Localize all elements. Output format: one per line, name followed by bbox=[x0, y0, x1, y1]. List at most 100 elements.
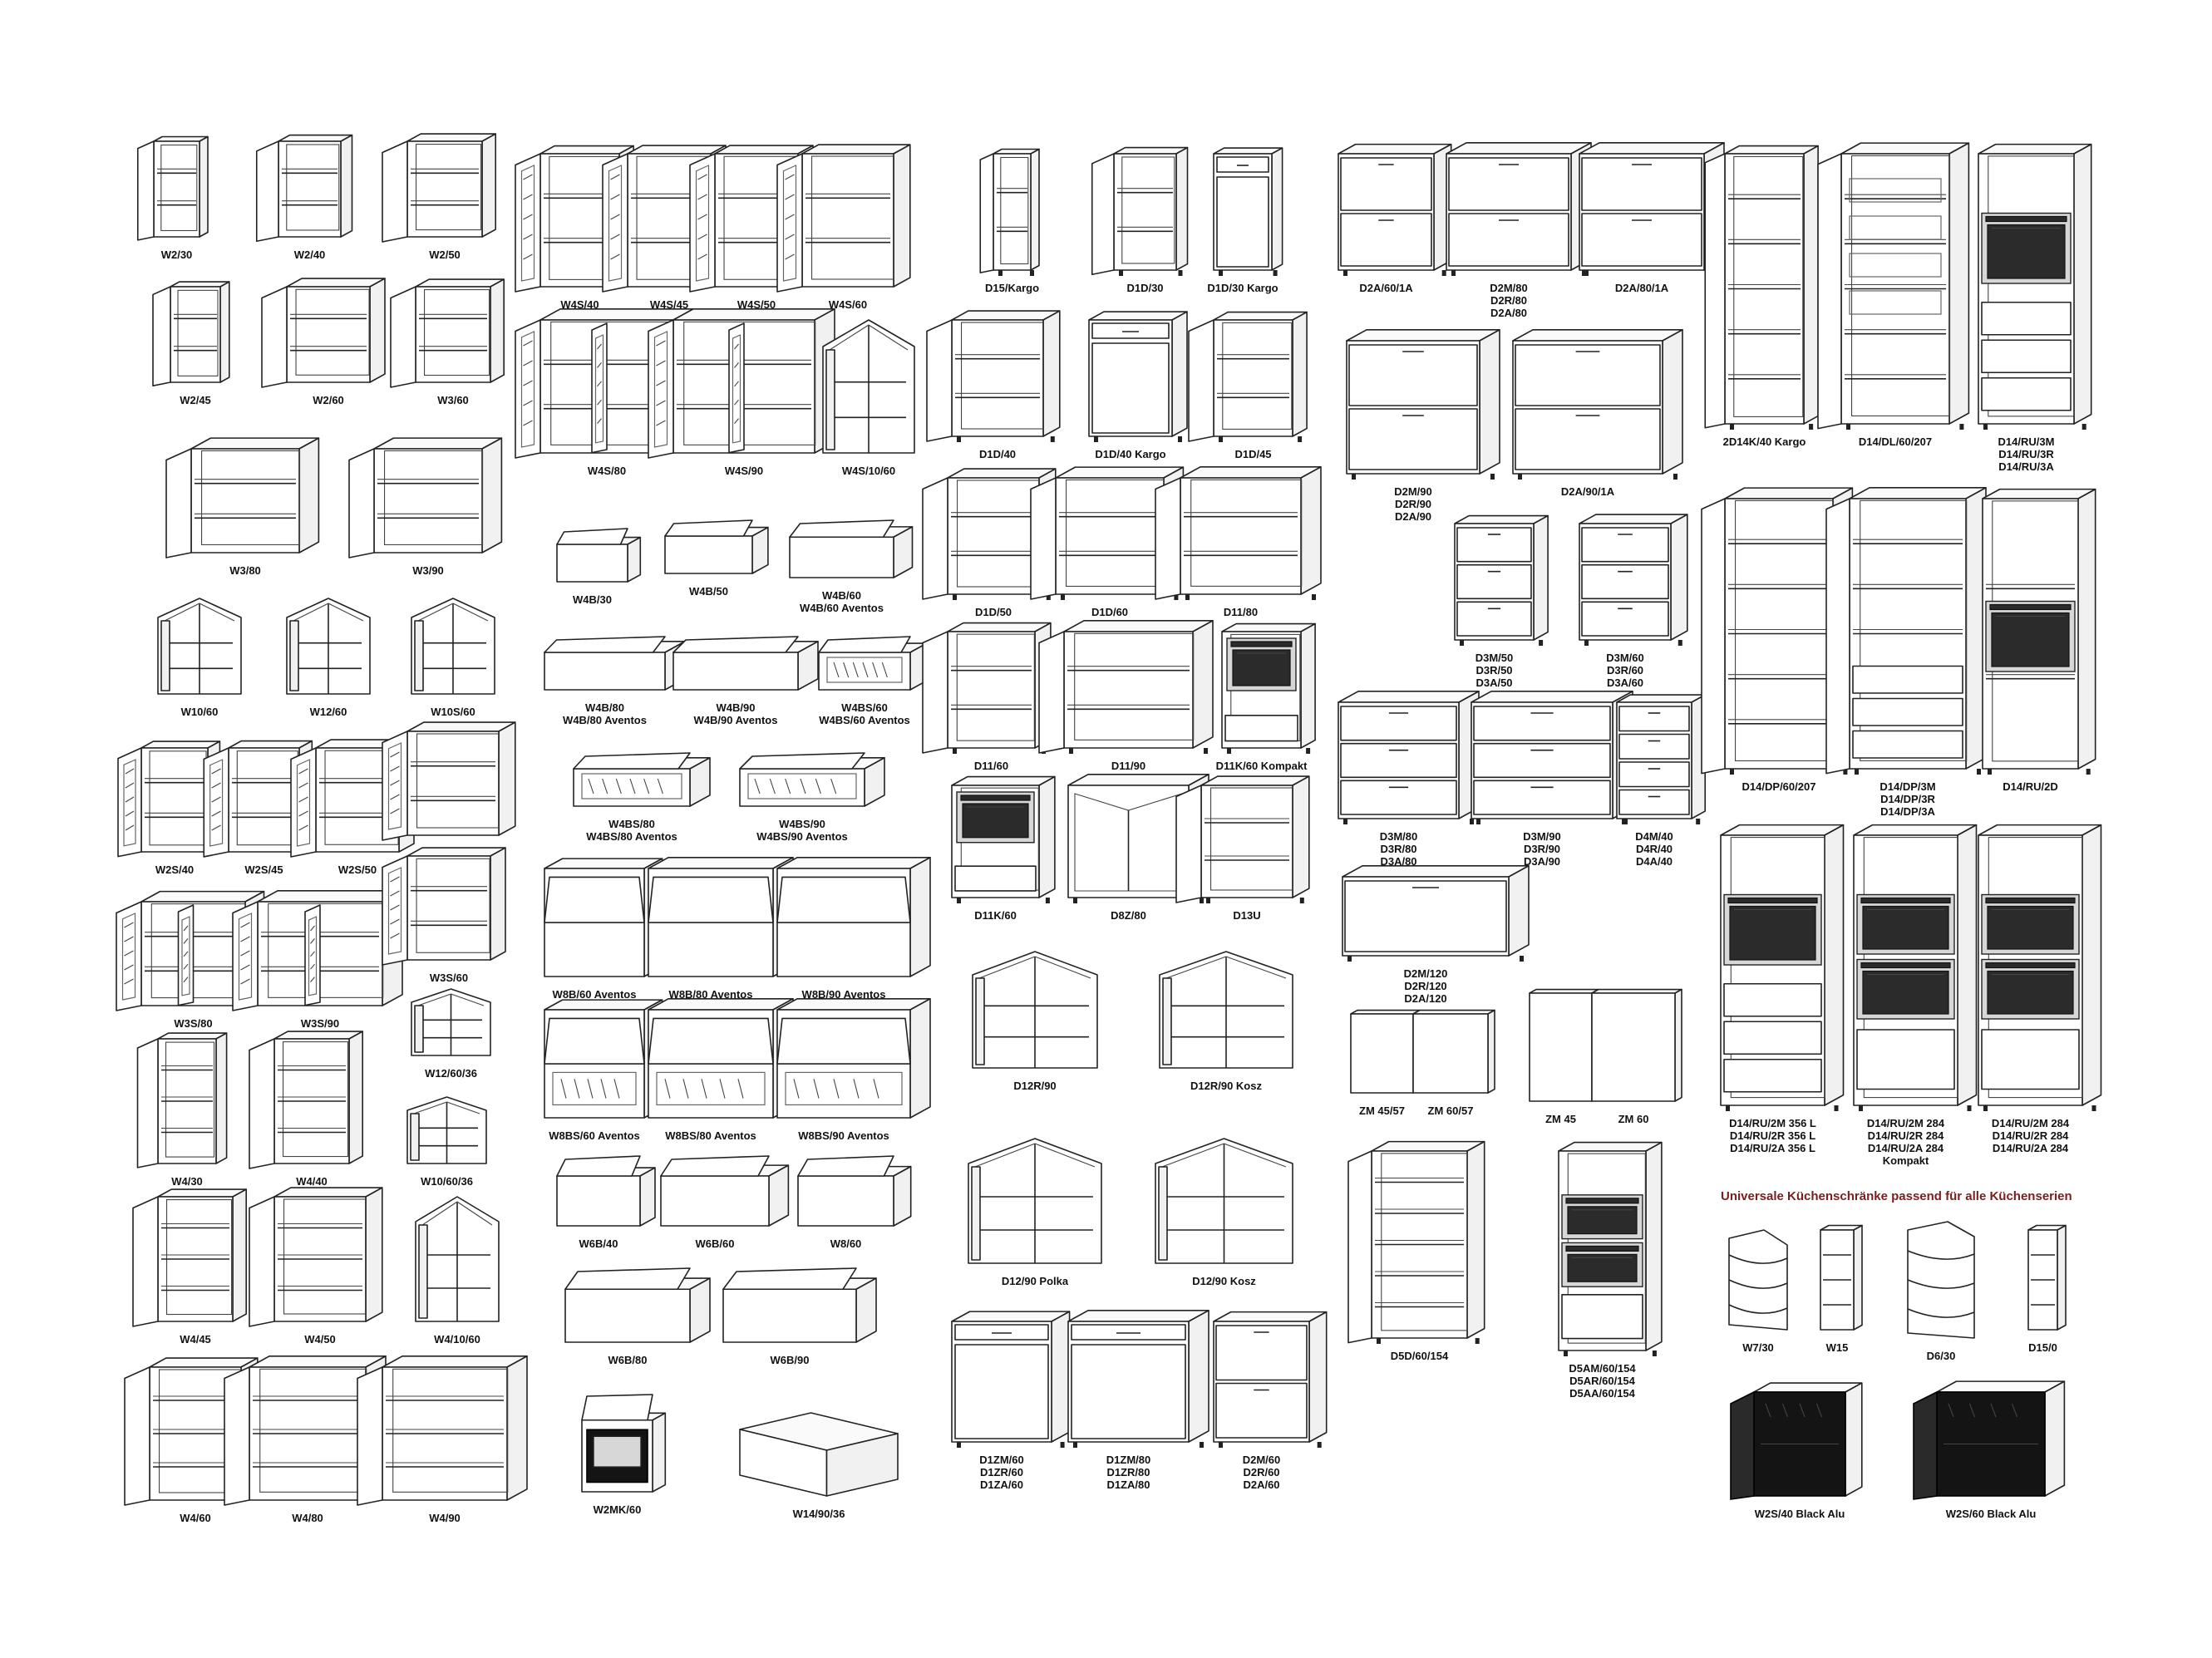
cabinet-d15-0: D15/0 bbox=[2027, 1224, 2067, 1354]
cabinet-label: W4S/10/60 bbox=[842, 465, 895, 477]
cabinet-label: W2S/45 bbox=[244, 863, 283, 876]
cabinet-label: W4BS/60 Aventos bbox=[819, 714, 910, 726]
cabinet-label: D15/0 bbox=[2028, 1341, 2057, 1354]
cabinet-label: D5AM/60/154 bbox=[1569, 1362, 1636, 1375]
cabinet-label: W4B/90 Aventos bbox=[694, 714, 778, 726]
cabinet-label: D1D/40 Kargo bbox=[1095, 448, 1165, 460]
cabinet-label: W8B/90 Aventos bbox=[802, 988, 886, 1001]
cabinet-zm-45-57: ZM 45/57 bbox=[1350, 1009, 1421, 1117]
cabinet-label: W4S/90 bbox=[725, 465, 763, 477]
cabinet-d12-90-polka: D12/90 Polka bbox=[968, 1138, 1102, 1287]
cabinet-label: W3S/60 bbox=[430, 972, 468, 984]
cabinet-d1d-40: D1D/40 bbox=[926, 310, 1061, 460]
cabinet-label: D2R/120 bbox=[1404, 980, 1446, 992]
cabinet-label: D1ZM/60 bbox=[979, 1454, 1023, 1466]
cabinet-label: W12/60/36 bbox=[425, 1067, 477, 1080]
cabinet-d2a-80-1a: D2A/80/1A bbox=[1579, 142, 1725, 294]
cabinet-label: W10/60 bbox=[181, 706, 219, 718]
cabinet-w2s-60-black-alu: W2S/60 Black Alu bbox=[1913, 1380, 2066, 1520]
cabinet-label: D1ZR/80 bbox=[1106, 1466, 1150, 1478]
cabinet-label: D13U bbox=[1233, 909, 1260, 922]
cabinet-d12-90-kosz: D12/90 Kosz bbox=[1155, 1138, 1293, 1287]
cabinet-label: W4/10/60 bbox=[434, 1333, 480, 1346]
cabinet-d12r-90: D12R/90 bbox=[972, 951, 1098, 1092]
cabinet-label: W2/50 bbox=[429, 248, 461, 261]
cabinet-label: D14/RU/2M 284 bbox=[1992, 1117, 2070, 1129]
cabinet-label: D1ZM/80 bbox=[1106, 1454, 1150, 1466]
cabinet-label: W3S/80 bbox=[174, 1017, 212, 1030]
cabinet-label: W12/60 bbox=[310, 706, 347, 718]
cabinet-d1d-40-kargo: D1D/40 Kargo bbox=[1088, 311, 1188, 460]
cabinet-label: ZM 45 bbox=[1545, 1113, 1576, 1125]
cabinet-label: D14/DP/3A bbox=[1880, 805, 1935, 818]
cabinet-label: D3R/60 bbox=[1607, 664, 1643, 676]
cabinet-label: W6B/80 bbox=[608, 1354, 648, 1366]
cabinet-label: W3/80 bbox=[229, 564, 261, 577]
cabinet-label: W3/90 bbox=[412, 564, 444, 577]
cabinet-label: W8/60 bbox=[830, 1237, 862, 1250]
cabinet-label: D3M/50 bbox=[1475, 652, 1514, 664]
cabinet-label: D2M/90 bbox=[1394, 485, 1432, 498]
cabinet-w4b-30: W4B/30 bbox=[556, 528, 642, 606]
cabinet-w2-60: W2/60 bbox=[261, 278, 386, 406]
cabinet-label: D14/RU/2R 284 bbox=[1993, 1129, 2070, 1142]
cabinet-w8bs-60-aventos: W8BS/60 Aventos bbox=[544, 999, 663, 1142]
cabinet-label: D2A/90 bbox=[1395, 510, 1431, 523]
cabinet-label: W4BS/90 Aventos bbox=[756, 830, 848, 843]
cabinet-label: D14/RU/2A 284 bbox=[1868, 1142, 1944, 1154]
cabinet-label: D3R/90 bbox=[1524, 843, 1560, 855]
cabinet-label: D14/RU/2A 356 L bbox=[1730, 1142, 1815, 1154]
cabinet-d15-kargo: D15/Kargo bbox=[979, 148, 1040, 294]
cabinet-w4-10-60: W4/10/60 bbox=[415, 1196, 500, 1346]
cabinet-w2-50: W2/50 bbox=[382, 133, 497, 261]
cabinet-label: W2S/60 Black Alu bbox=[1946, 1508, 2037, 1520]
cabinet-label: W4/40 bbox=[296, 1175, 328, 1188]
cabinet-label: W10S/60 bbox=[431, 706, 475, 718]
cabinet-label: W10/60/36 bbox=[421, 1175, 473, 1188]
cabinet-label: ZM 60/57 bbox=[1428, 1105, 1474, 1117]
cabinet-label: D11K/60 Kompakt bbox=[1216, 760, 1308, 772]
cabinet-label: D3M/60 bbox=[1606, 652, 1644, 664]
cabinet-d2a-90-1a: D2A/90/1A bbox=[1512, 328, 1683, 498]
cabinet-zm-60: ZM 60 bbox=[1591, 988, 1682, 1125]
cabinet-label: D5AA/60/154 bbox=[1569, 1387, 1636, 1400]
cabinet-label: W4B/60 bbox=[822, 589, 861, 602]
cabinet-label: W4B/80 Aventos bbox=[563, 714, 647, 726]
cabinet-d14-dl-60-207: D14/DL/60/207 bbox=[1817, 142, 1970, 448]
cabinet-label: D5AR/60/154 bbox=[1569, 1375, 1636, 1387]
catalog-heading: Universale Küchenschränke passend für al… bbox=[1721, 1189, 2072, 1203]
cabinet-w8-60: W8/60 bbox=[797, 1155, 912, 1250]
cabinet-label: D12/90 Kosz bbox=[1192, 1275, 1256, 1287]
cabinet-label: D11K/60 bbox=[974, 909, 1017, 922]
cabinet-label: D11/80 bbox=[1224, 606, 1258, 618]
cabinet-label: D6/30 bbox=[1927, 1350, 1956, 1362]
cabinet-label: W4/90 bbox=[429, 1512, 461, 1524]
cabinet-label: ZM 45/57 bbox=[1359, 1105, 1405, 1117]
cabinet-w2s-40-black-alu: W2S/40 Black Alu bbox=[1730, 1382, 1863, 1520]
cabinet-w2mk-60: W2MK/60 bbox=[581, 1394, 667, 1516]
cabinet-label: W8B/60 Aventos bbox=[553, 988, 637, 1001]
cabinet-label: W2/40 bbox=[294, 248, 326, 261]
cabinet-label: W2S/50 bbox=[338, 863, 377, 876]
cabinet-label: W4B/30 bbox=[573, 593, 612, 606]
cabinet-label: D3R/50 bbox=[1475, 664, 1512, 676]
cabinet-d12r-90-kosz: D12R/90 Kosz bbox=[1159, 951, 1293, 1092]
cabinet-label: W4S/80 bbox=[588, 465, 626, 477]
cabinet-label: D8Z/80 bbox=[1111, 909, 1146, 922]
cabinet-label: D14/RU/2R 284 bbox=[1868, 1129, 1945, 1142]
cabinet-w10s-60: W10S/60 bbox=[411, 598, 495, 718]
cabinet-label: W4/80 bbox=[292, 1512, 323, 1524]
cabinet-label: D3R/80 bbox=[1380, 843, 1416, 855]
